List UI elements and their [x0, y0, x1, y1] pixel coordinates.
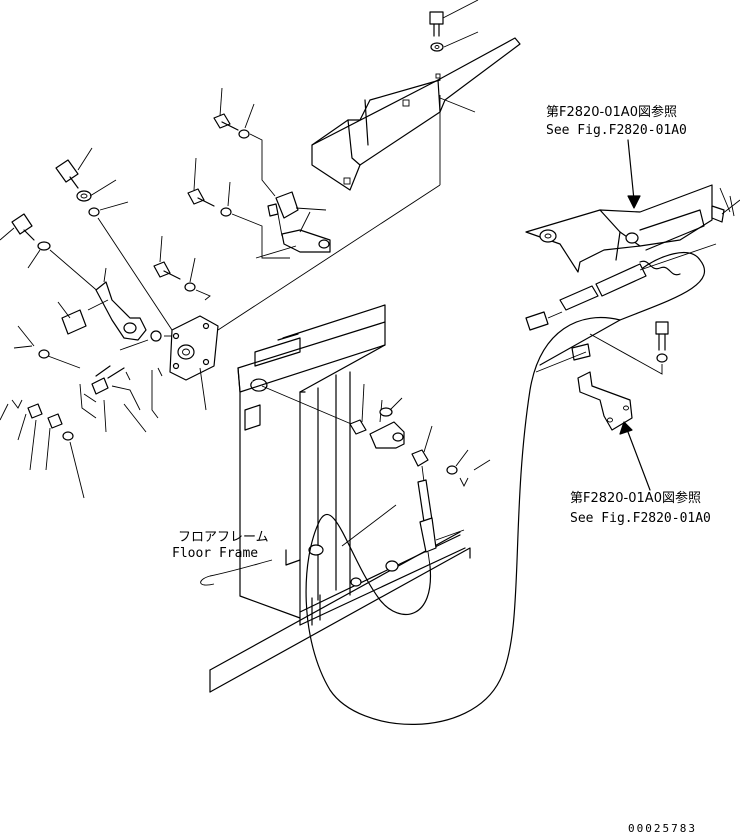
- floor-frame: [209, 304, 471, 693]
- top-guard-plate: [311, 37, 521, 191]
- pedal-assembly-right: [525, 184, 740, 331]
- bolt-set-upper: [213, 87, 276, 197]
- floor-frame-label-en: Floor Frame: [172, 546, 258, 561]
- bolt-set-middle: [187, 157, 290, 259]
- reference-arrow-bottom: [619, 421, 651, 491]
- lever-arm: [57, 267, 172, 351]
- spring-pin: [79, 365, 163, 433]
- floor-frame-leader: [200, 559, 273, 586]
- ref-bottom-en: See Fig.F2820-01A0: [570, 511, 711, 526]
- ref-top-en: See Fig.F2820-01A0: [546, 123, 687, 138]
- control-cable: [305, 251, 706, 725]
- catalog-number: 00025783: [628, 822, 697, 835]
- ref-top-jp: 第F2820-01A0図参照: [546, 104, 677, 120]
- top-bolt: [429, 0, 479, 52]
- bolt-top-left: [55, 147, 173, 331]
- switch-sensor: [255, 191, 331, 259]
- floor-frame-label-jp: フロアフレーム: [178, 530, 269, 545]
- reference-arrow-top: [627, 139, 641, 209]
- ref-bottom-jp: 第F2820-01A0図参照: [570, 490, 701, 506]
- cable-fittings-center: [261, 383, 491, 567]
- nut-set-left: [0, 325, 85, 499]
- bolt-upper-left: [0, 213, 109, 301]
- bolt-set-lower: [153, 235, 211, 301]
- pedal-bracket-plate: [169, 95, 441, 411]
- bracket-right: [535, 321, 669, 431]
